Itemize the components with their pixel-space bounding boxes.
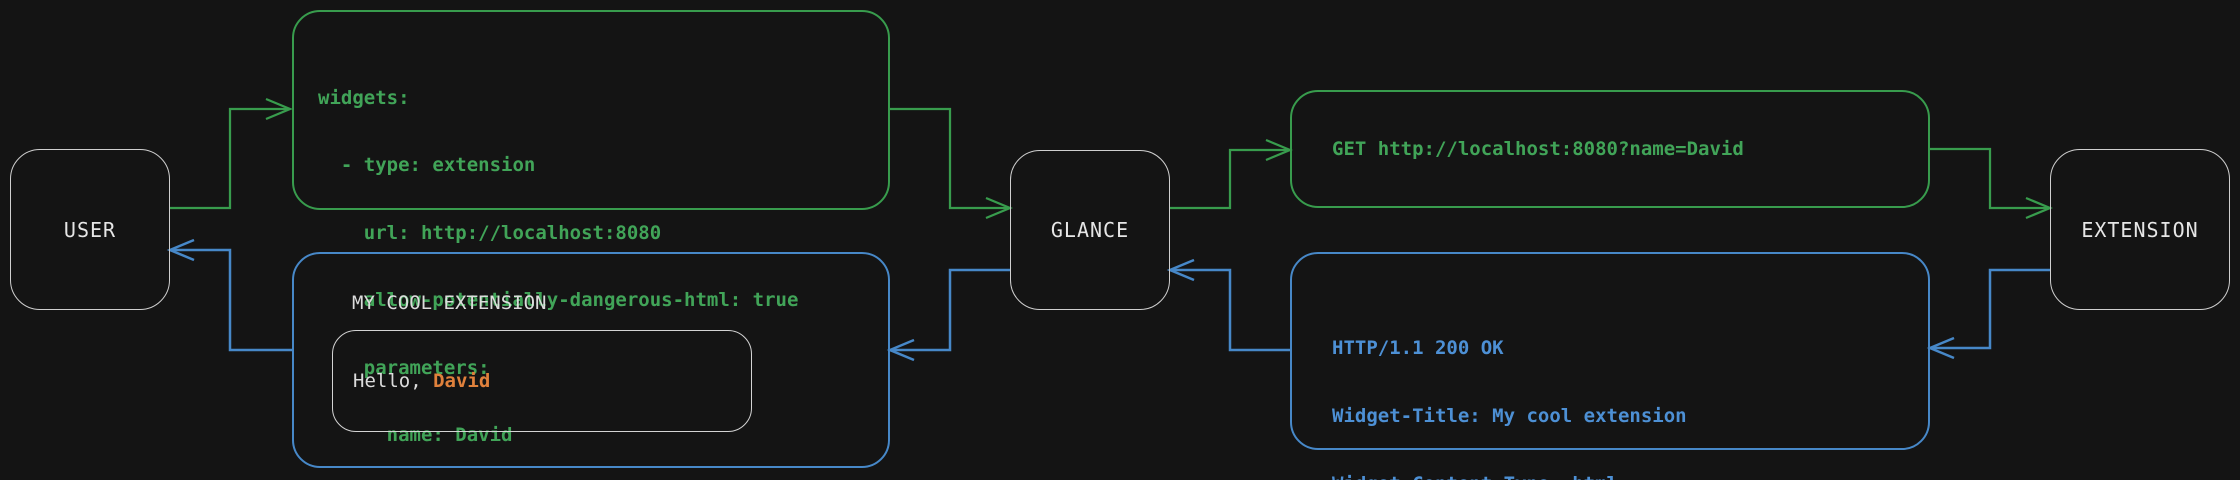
node-extension-label: EXTENSION (2081, 217, 2199, 242)
arrowhead-glance-to-widget (886, 338, 915, 362)
code-line: url: http://localhost:8080 (318, 221, 662, 244)
widget-content-box: Hello, David (332, 330, 752, 432)
greeting-name: David (433, 370, 491, 392)
http-response-box: HTTP/1.1 200 OK Widget-Title: My cool ex… (1290, 252, 1930, 480)
node-user-label: USER (63, 217, 117, 242)
node-glance: GLANCE (1010, 150, 1170, 310)
arrow-extension-to-response (1930, 268, 2050, 350)
rendered-widget-box: MY COOL EXTENSION Hello, David (292, 252, 890, 468)
arrow-config-to-glance (890, 107, 1010, 210)
greeting-prefix: Hello, (353, 370, 434, 392)
arrowhead-user-to-config (265, 97, 293, 121)
http-response-code: HTTP/1.1 200 OK Widget-Title: My cool ex… (1332, 292, 1870, 480)
arrow-response-to-glance (1170, 268, 1290, 352)
arrow-widget-to-user (170, 248, 292, 352)
node-glance-label: GLANCE (1050, 218, 1130, 242)
http-request-line: GET http://localhost:8080?name=David (1332, 138, 1744, 160)
arrow-request-to-extension (1930, 147, 2050, 210)
widget-title: MY COOL EXTENSION (352, 292, 547, 314)
arrowhead-widget-to-user (166, 238, 195, 262)
code-line: allow-potentially-dangerous-html: true (318, 289, 799, 312)
node-user: USER (10, 149, 170, 310)
http-request-box: GET http://localhost:8080?name=David (1290, 90, 1930, 208)
blue-response-wires (166, 238, 2050, 362)
code-line: name: David (318, 423, 513, 446)
arrow-glance-to-widget (890, 268, 1010, 352)
arrow-user-to-config (170, 107, 290, 210)
arrowhead-extension-to-response (1926, 336, 1955, 360)
arrowhead-response-to-glance (1166, 258, 1195, 282)
code-line: - type: extension (318, 154, 536, 177)
code-line: parameters: (318, 356, 490, 379)
code-line: Widget-Content-Type: html (1332, 472, 1870, 480)
code-line: widgets: (318, 87, 410, 109)
code-line: Widget-Title: My cool extension (1332, 405, 1687, 427)
arrow-glance-to-request (1170, 148, 1290, 210)
config-yaml-code: widgets: - type: extension url: http://l… (318, 43, 798, 480)
code-line: HTTP/1.1 200 OK (1332, 337, 1504, 359)
config-yaml-box: widgets: - type: extension url: http://l… (292, 10, 890, 446)
node-extension: EXTENSION (2050, 149, 2230, 310)
